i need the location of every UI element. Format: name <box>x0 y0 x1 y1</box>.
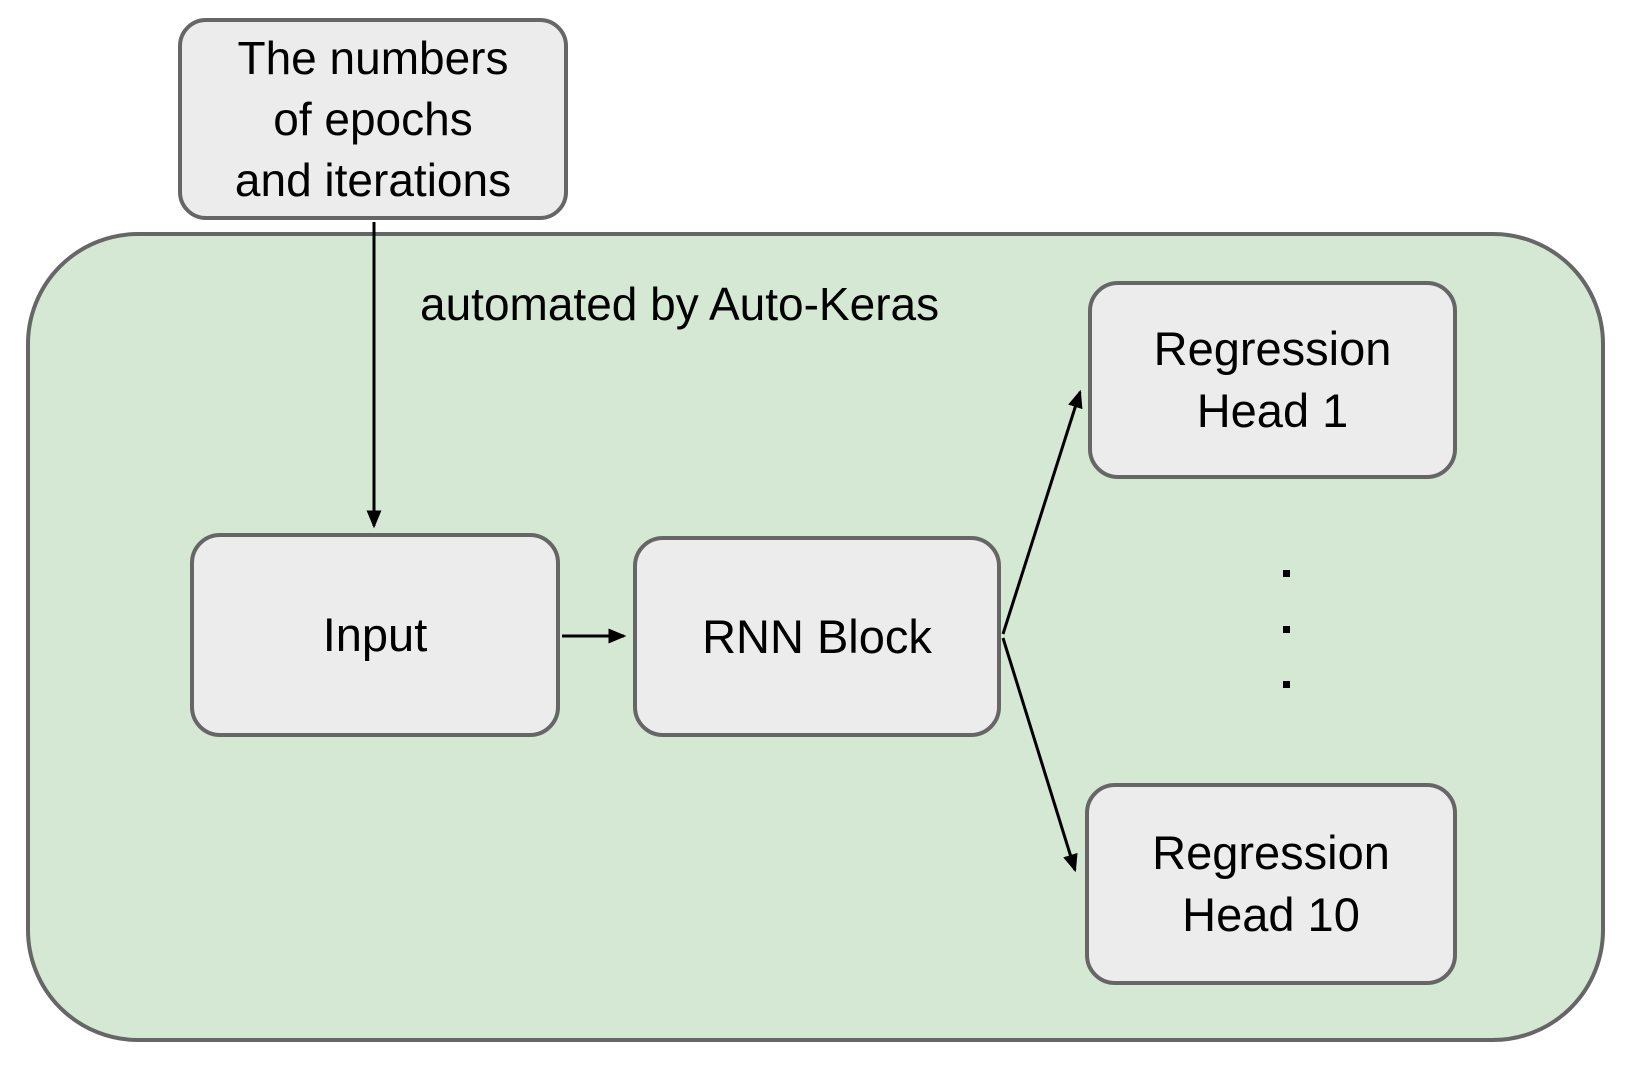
note-line-1: The numbers <box>237 31 509 84</box>
node-input-label: Input <box>322 608 428 661</box>
ellipsis-dot <box>1283 570 1290 577</box>
auto-keras-container-label: automated by Auto-Keras <box>420 278 940 330</box>
node-regression-head-10: Regression Head 10 <box>1085 783 1457 985</box>
ellipsis-dot <box>1283 625 1290 633</box>
head1-line-1: Regression <box>1153 322 1392 375</box>
head10-line-1: Regression <box>1152 826 1390 879</box>
node-rnn-block: RNN Block <box>633 536 1001 737</box>
head10-line-2: Head 10 <box>1182 888 1360 941</box>
ellipsis-dot <box>1283 681 1290 688</box>
note-line-3: and iterations <box>234 153 512 206</box>
node-regression-head-1: Regression Head 1 <box>1088 281 1457 479</box>
vertical-ellipsis-icon <box>1283 570 1290 688</box>
node-input: Input <box>190 533 560 737</box>
node-epochs-iterations-note: The numbers of epochs and iterations <box>178 18 568 220</box>
head1-line-2: Head 1 <box>1196 384 1349 437</box>
node-rnn-block-label: RNN Block <box>702 609 932 663</box>
note-line-2: of epochs <box>273 92 473 145</box>
